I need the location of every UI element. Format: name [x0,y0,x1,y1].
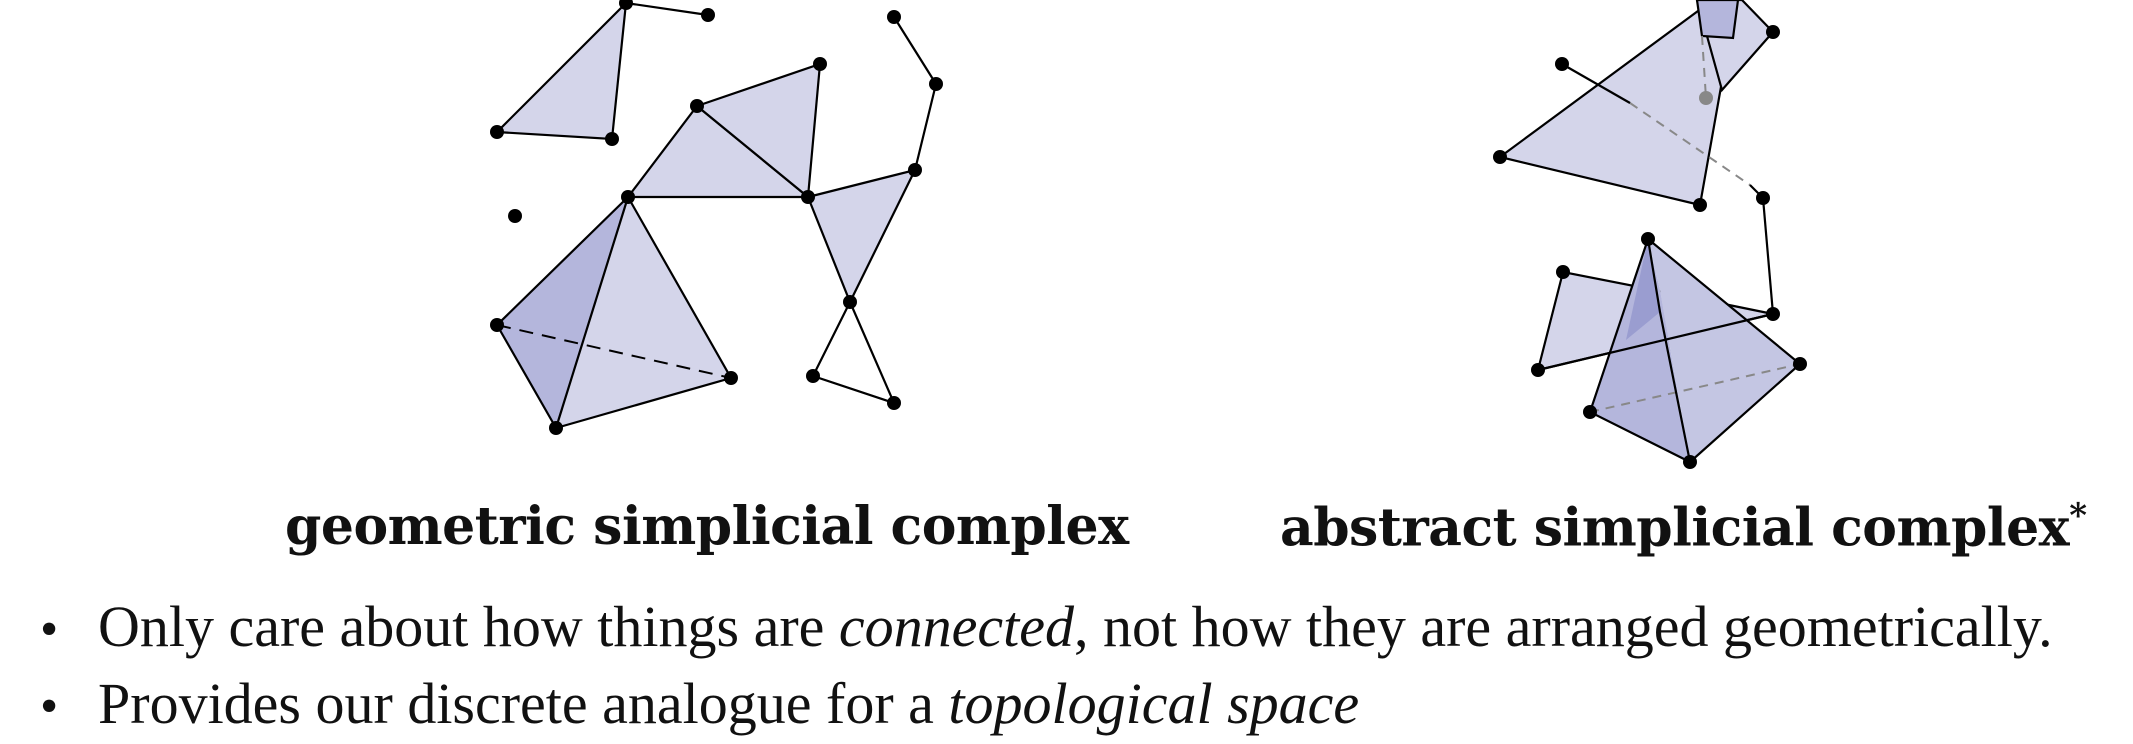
vertex [801,190,815,204]
vertex [1583,405,1597,419]
vertex [1756,191,1770,205]
vertex [813,57,827,71]
vertex [1556,265,1570,279]
bullet-text: Provides our discrete analogue for a top… [98,667,1359,741]
vertex [690,99,704,113]
tetra-face-front [556,197,731,428]
tetra-face-left [1590,239,1690,462]
bullet-text-post: , not how they are arranged geometricall… [1073,594,2053,659]
geometric-complex-caption: geometric simplicial complex [285,496,1129,557]
vertex [1693,198,1707,212]
hidden-edge [1589,363,1801,413]
bullet-text: Only care about how things are connected… [98,590,2053,664]
face-triangle [1497,0,1738,207]
face-triangle [694,62,822,200]
vertex [843,295,857,309]
edge [554,196,630,429]
vertex [549,421,563,435]
vertex [887,10,901,24]
vertex [508,209,522,223]
abstract-caption-text: abstract simplicial complex [1280,497,2070,559]
bullet-icon: • [40,678,59,735]
vertex [621,190,635,204]
geometric-caption-text: geometric simplicial complex [285,496,1129,557]
geometric-complex-diagram [490,0,943,435]
edge [1537,312,1774,372]
vertex [1555,57,1569,71]
tetra-face-back [497,197,628,428]
tetra-face-right [1648,239,1800,462]
hidden-edge [1701,35,1707,99]
face-triangle [806,168,918,305]
face-dark-sliver [1695,0,1740,40]
edge-path [1646,238,1692,463]
vertex [908,163,922,177]
edge-path [811,301,896,405]
edge-path [893,16,938,171]
vertex [1641,232,1655,246]
bullet-text-emphasis: topological space [948,671,1360,736]
vertex [1493,150,1507,164]
bullet-text-pre: Provides our discrete analogue for a [98,671,949,736]
bullet-text-emphasis: connected [838,594,1074,659]
vertex [806,369,820,383]
edge [625,1,709,17]
vertex [929,77,943,91]
abstract-complex-caption: abstract simplicial complex* [1280,496,2087,559]
vertex [1683,455,1697,469]
vertex [1531,363,1545,377]
edge-path [1761,197,1775,315]
vertex [724,371,738,385]
vertex [490,125,504,139]
bullet-icon: • [40,601,59,658]
bullet-text-pre: Only care about how things are [98,594,839,659]
bullet-list: • Only care about how things are connect… [40,590,2053,744]
hidden-edge [1629,102,1751,186]
vertex [619,0,633,10]
vertex [605,132,619,146]
hidden-edge [496,324,732,379]
bullet-item: • Only care about how things are connect… [40,590,2053,667]
hidden-vertex [1699,91,1713,105]
vertex [1766,307,1780,321]
vertex [701,8,715,22]
vertex [1766,25,1780,39]
vertex [1793,357,1807,371]
face-triangle [494,0,628,141]
bullet-item: • Provides our discrete analogue for a t… [40,667,2053,744]
edge [1561,63,1631,104]
abstract-complex-diagram [1493,0,1807,469]
vertex [887,396,901,410]
vertex [490,318,504,332]
footnote-mark: * [2069,496,2087,536]
